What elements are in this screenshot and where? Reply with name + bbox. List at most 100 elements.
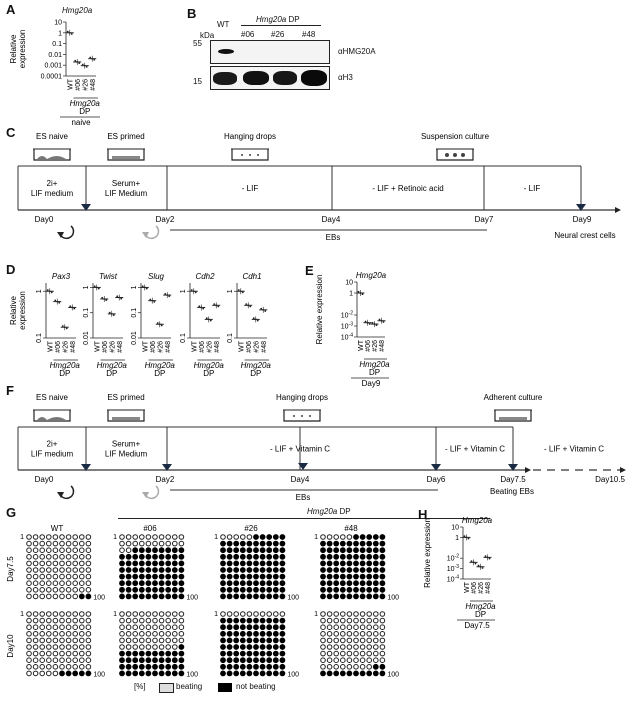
not-beating-eb	[372, 593, 379, 600]
not-beating-eb	[132, 567, 139, 573]
not-beating-eb	[233, 670, 240, 677]
not-beating-eb	[272, 624, 279, 631]
not-beating-eb	[239, 553, 246, 560]
x-tick-label: #48	[485, 582, 492, 594]
not-beating-eb	[152, 573, 158, 580]
data-point	[81, 63, 84, 66]
data-point	[145, 287, 148, 290]
not-beating-eb	[272, 593, 279, 600]
not-beating-eb	[226, 650, 233, 657]
not-beating-eb	[279, 650, 286, 657]
beating-eb	[359, 631, 366, 637]
beating-eb	[320, 657, 326, 664]
not-beating-eb	[379, 670, 386, 677]
beating-eb	[132, 540, 138, 547]
beating-eb	[59, 644, 65, 650]
not-beating-eb	[246, 644, 253, 650]
not-beating-eb	[85, 670, 92, 677]
beating-eb	[72, 540, 78, 547]
not-beating-eb	[333, 567, 340, 573]
stage-title: Adherent culture	[484, 393, 543, 402]
not-beating-eb	[72, 670, 79, 677]
not-beating-eb	[78, 593, 85, 600]
y-tick-label: 10-3	[447, 564, 459, 573]
not-beating-eb	[353, 593, 359, 600]
y-axis-label: Relative expression	[315, 275, 324, 345]
beating-eb	[340, 644, 346, 650]
beating-eb	[220, 611, 226, 617]
beating-eb	[326, 624, 333, 631]
not-beating-eb	[171, 670, 178, 677]
day-label: Day10.5	[595, 475, 625, 484]
not-beating-eb	[339, 593, 346, 600]
not-beating-eb	[372, 553, 379, 560]
beating-eb	[353, 664, 359, 670]
not-beating-eb	[132, 586, 139, 593]
not-beating-eb	[253, 593, 259, 600]
data-point	[160, 324, 163, 327]
beating-eb	[326, 611, 333, 617]
x-tick-label: WT	[464, 581, 471, 593]
x-tick-label: #26	[157, 341, 164, 353]
beating-eb	[65, 617, 72, 624]
not-beating-eb	[339, 573, 346, 580]
blot-group-gene: Hmg20a	[256, 15, 287, 24]
group-gene-label: Hmg20a	[97, 361, 128, 370]
y-tick-label: 0.1	[36, 333, 43, 343]
beating-eb	[119, 617, 125, 624]
beating-eb	[72, 631, 78, 637]
beating-eb	[59, 587, 65, 593]
data-point	[215, 304, 218, 307]
not-beating-eb	[326, 573, 333, 580]
not-beating-eb	[145, 553, 152, 560]
not-beating-eb	[246, 553, 253, 560]
group-gene-label: Hmg20a	[194, 361, 225, 370]
not-beating-eb	[125, 657, 132, 664]
beating-eb	[32, 560, 39, 567]
not-beating-eb	[272, 644, 279, 650]
beating-eb	[85, 554, 92, 560]
not-beating-eb	[233, 630, 240, 637]
not-beating-eb	[266, 547, 273, 554]
marker-55: 55	[193, 39, 202, 48]
not-beating-eb	[266, 580, 273, 587]
beating-eb	[326, 637, 333, 644]
not-beating-eb	[279, 540, 286, 547]
beating-eb	[178, 624, 185, 631]
not-beating-eb	[220, 553, 226, 560]
not-beating-eb	[272, 540, 279, 547]
antibody-h3: αH3	[338, 73, 353, 82]
not-beating-eb	[366, 580, 373, 587]
not-beating-eb	[171, 650, 178, 657]
g-column-label: #06	[143, 524, 157, 533]
beating-eb	[326, 650, 333, 657]
not-beating-eb	[346, 540, 353, 547]
beating-eb	[46, 540, 52, 547]
beating-eb	[326, 664, 333, 670]
cell-aggregate	[301, 415, 303, 417]
not-beating-eb	[259, 540, 266, 547]
x-tick-label: #26	[206, 341, 213, 353]
not-beating-eb	[253, 650, 259, 657]
beating-eb	[152, 637, 158, 644]
day-label: Day4	[291, 475, 310, 484]
stage-medium: LIF Medium	[105, 450, 148, 459]
blot-group-line	[241, 25, 321, 26]
not-beating-eb	[279, 657, 286, 664]
beating-eb	[246, 611, 253, 617]
x-tick-label: WT	[94, 340, 101, 352]
not-beating-eb	[259, 560, 266, 567]
beating-eb	[373, 631, 379, 637]
beating-eb	[26, 540, 32, 547]
not-beating-eb	[132, 553, 139, 560]
g-end-label: 100	[387, 594, 399, 601]
beating-eb	[253, 611, 259, 617]
beating-eb	[132, 534, 138, 540]
y-tick-label: 0.1	[131, 308, 138, 318]
beating-eb	[333, 644, 340, 650]
beating-eb	[119, 631, 125, 637]
beating-eb	[119, 624, 125, 631]
beating-eb	[326, 631, 333, 637]
beating-eb	[158, 611, 165, 617]
not-beating-eb	[353, 540, 359, 547]
